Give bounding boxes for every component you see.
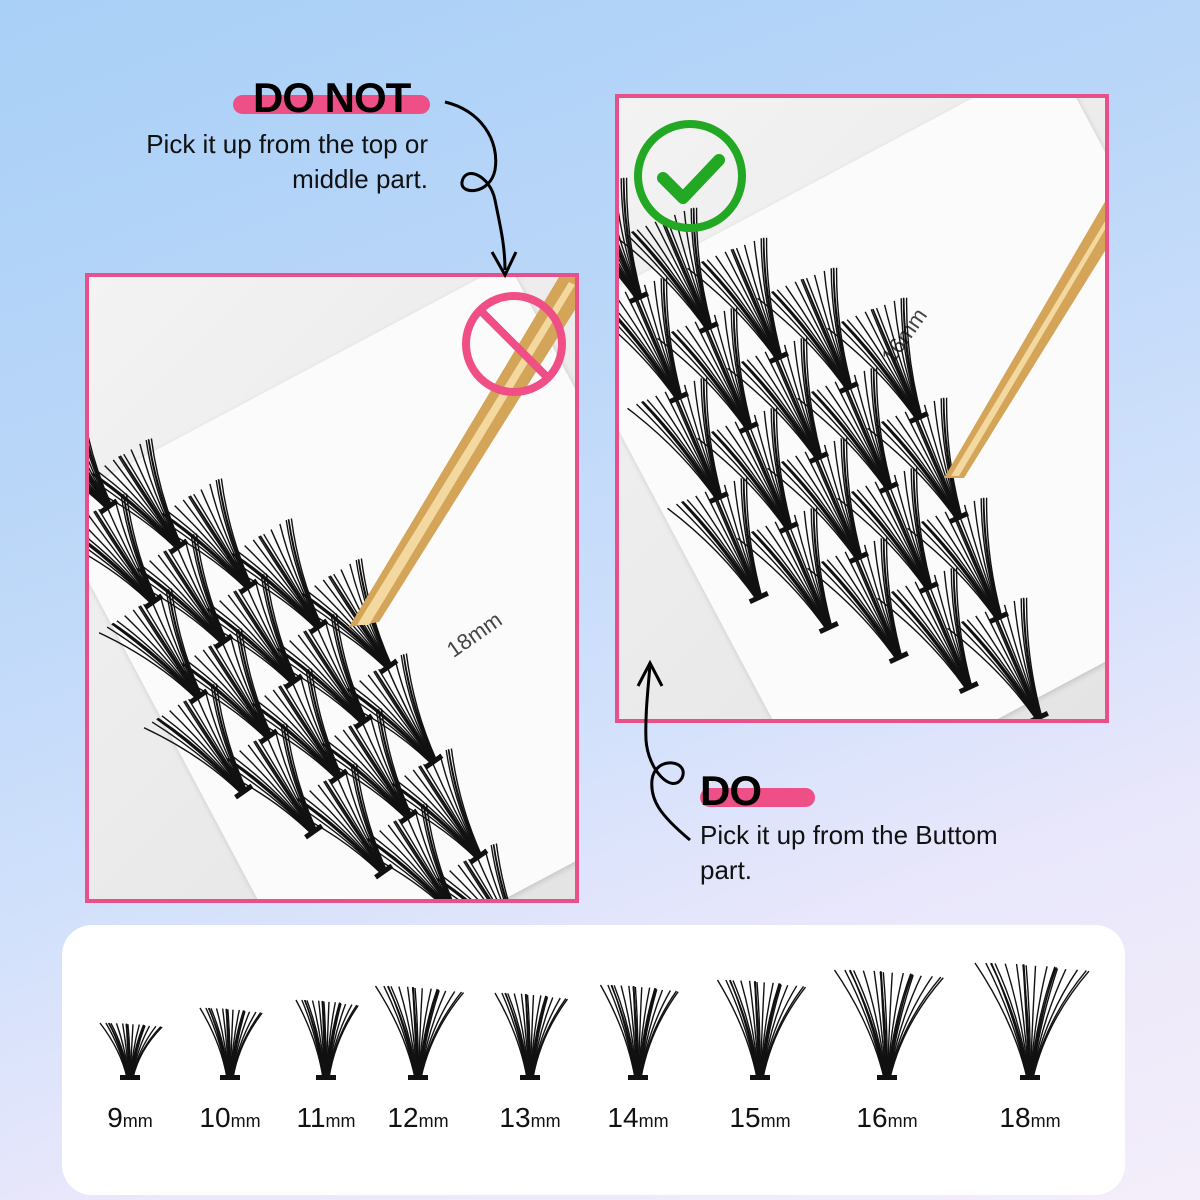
lash-cluster (727, 337, 829, 465)
size-unit: mm (325, 1111, 356, 1131)
size-value: 16 (856, 1102, 888, 1133)
size-value: 18 (999, 1102, 1031, 1133)
do-highlight (700, 788, 815, 807)
lash-cluster (627, 377, 729, 505)
do-not-line1: Pick it up from the top or (146, 129, 428, 159)
tweezers (944, 201, 1105, 478)
do-line2: part. (700, 855, 753, 885)
lash-cluster (89, 493, 164, 610)
do-heading: DO (700, 767, 762, 814)
lash-cluster (877, 567, 979, 695)
do-not-heading: DO NOT (253, 74, 411, 121)
lash-cluster (947, 597, 1049, 719)
size-label-15: 15mm (729, 1102, 790, 1134)
size-label-14: 14mm (607, 1102, 668, 1134)
tweezers (349, 277, 575, 627)
lash-clusters-photo (619, 177, 1049, 719)
lash-cluster (333, 653, 444, 770)
size-unit: mm (530, 1111, 561, 1131)
do-line1: Pick it up from the Buttom (700, 820, 998, 850)
size-value: 12 (387, 1102, 419, 1133)
size-value: 15 (729, 1102, 761, 1133)
lash-cluster (907, 497, 1009, 625)
lash-cluster (757, 267, 859, 395)
lash-length-chart (62, 925, 1125, 1195)
lash-cluster (263, 613, 374, 730)
size-unit: mm (418, 1111, 449, 1131)
lash-cluster (827, 297, 929, 425)
size-label-11: 11mm (296, 1102, 355, 1134)
lash-cluster (797, 367, 899, 495)
size-value: 11 (296, 1102, 326, 1133)
lash-cluster (89, 438, 189, 555)
size-unit: mm (1030, 1111, 1061, 1131)
size-unit: mm (887, 1111, 918, 1131)
size-unit: mm (638, 1111, 669, 1131)
size-label-13: 13mm (499, 1102, 560, 1134)
size-label-18: 18mm (999, 1102, 1060, 1134)
size-label-16: 16mm (856, 1102, 917, 1134)
lash-cluster (667, 477, 769, 605)
lash-cluster (353, 803, 458, 899)
do-description: Pick it up from the Buttom part. (700, 818, 998, 888)
lash-cluster (737, 507, 839, 635)
lash-cluster (168, 628, 279, 745)
size-value: 13 (499, 1102, 531, 1133)
lash-cluster (423, 843, 528, 899)
size-label-9: 9mm (107, 1102, 153, 1134)
lash-cluster (767, 437, 869, 565)
size-unit: mm (230, 1111, 261, 1131)
size-unit: mm (122, 1111, 153, 1131)
lash-cluster (619, 277, 689, 405)
wrong-method-photo: 18mm (85, 273, 579, 903)
correct-method-photo: 16mm (615, 94, 1109, 723)
size-value: 14 (607, 1102, 639, 1133)
size-label-10: 10mm (199, 1102, 260, 1134)
lash-cluster (123, 533, 234, 650)
do-not-highlight (233, 95, 430, 114)
size-value: 10 (199, 1102, 231, 1133)
lash-cluster (619, 177, 649, 305)
prohibited-icon (462, 292, 566, 396)
arrow-to-wrong-photo (444, 100, 507, 271)
do-not-description: Pick it up from the top or middle part. (146, 127, 428, 197)
size-label-12: 12mm (387, 1102, 448, 1134)
lash-cluster (378, 748, 489, 865)
lash-cluster (238, 668, 349, 785)
lash-clusters-photo (89, 398, 528, 899)
check-circle-icon (634, 120, 746, 232)
lash-cluster (283, 763, 394, 880)
size-unit: mm (760, 1111, 791, 1131)
size-value: 9 (107, 1102, 123, 1133)
do-not-line2: middle part. (292, 164, 428, 194)
lash-cluster (657, 307, 759, 435)
